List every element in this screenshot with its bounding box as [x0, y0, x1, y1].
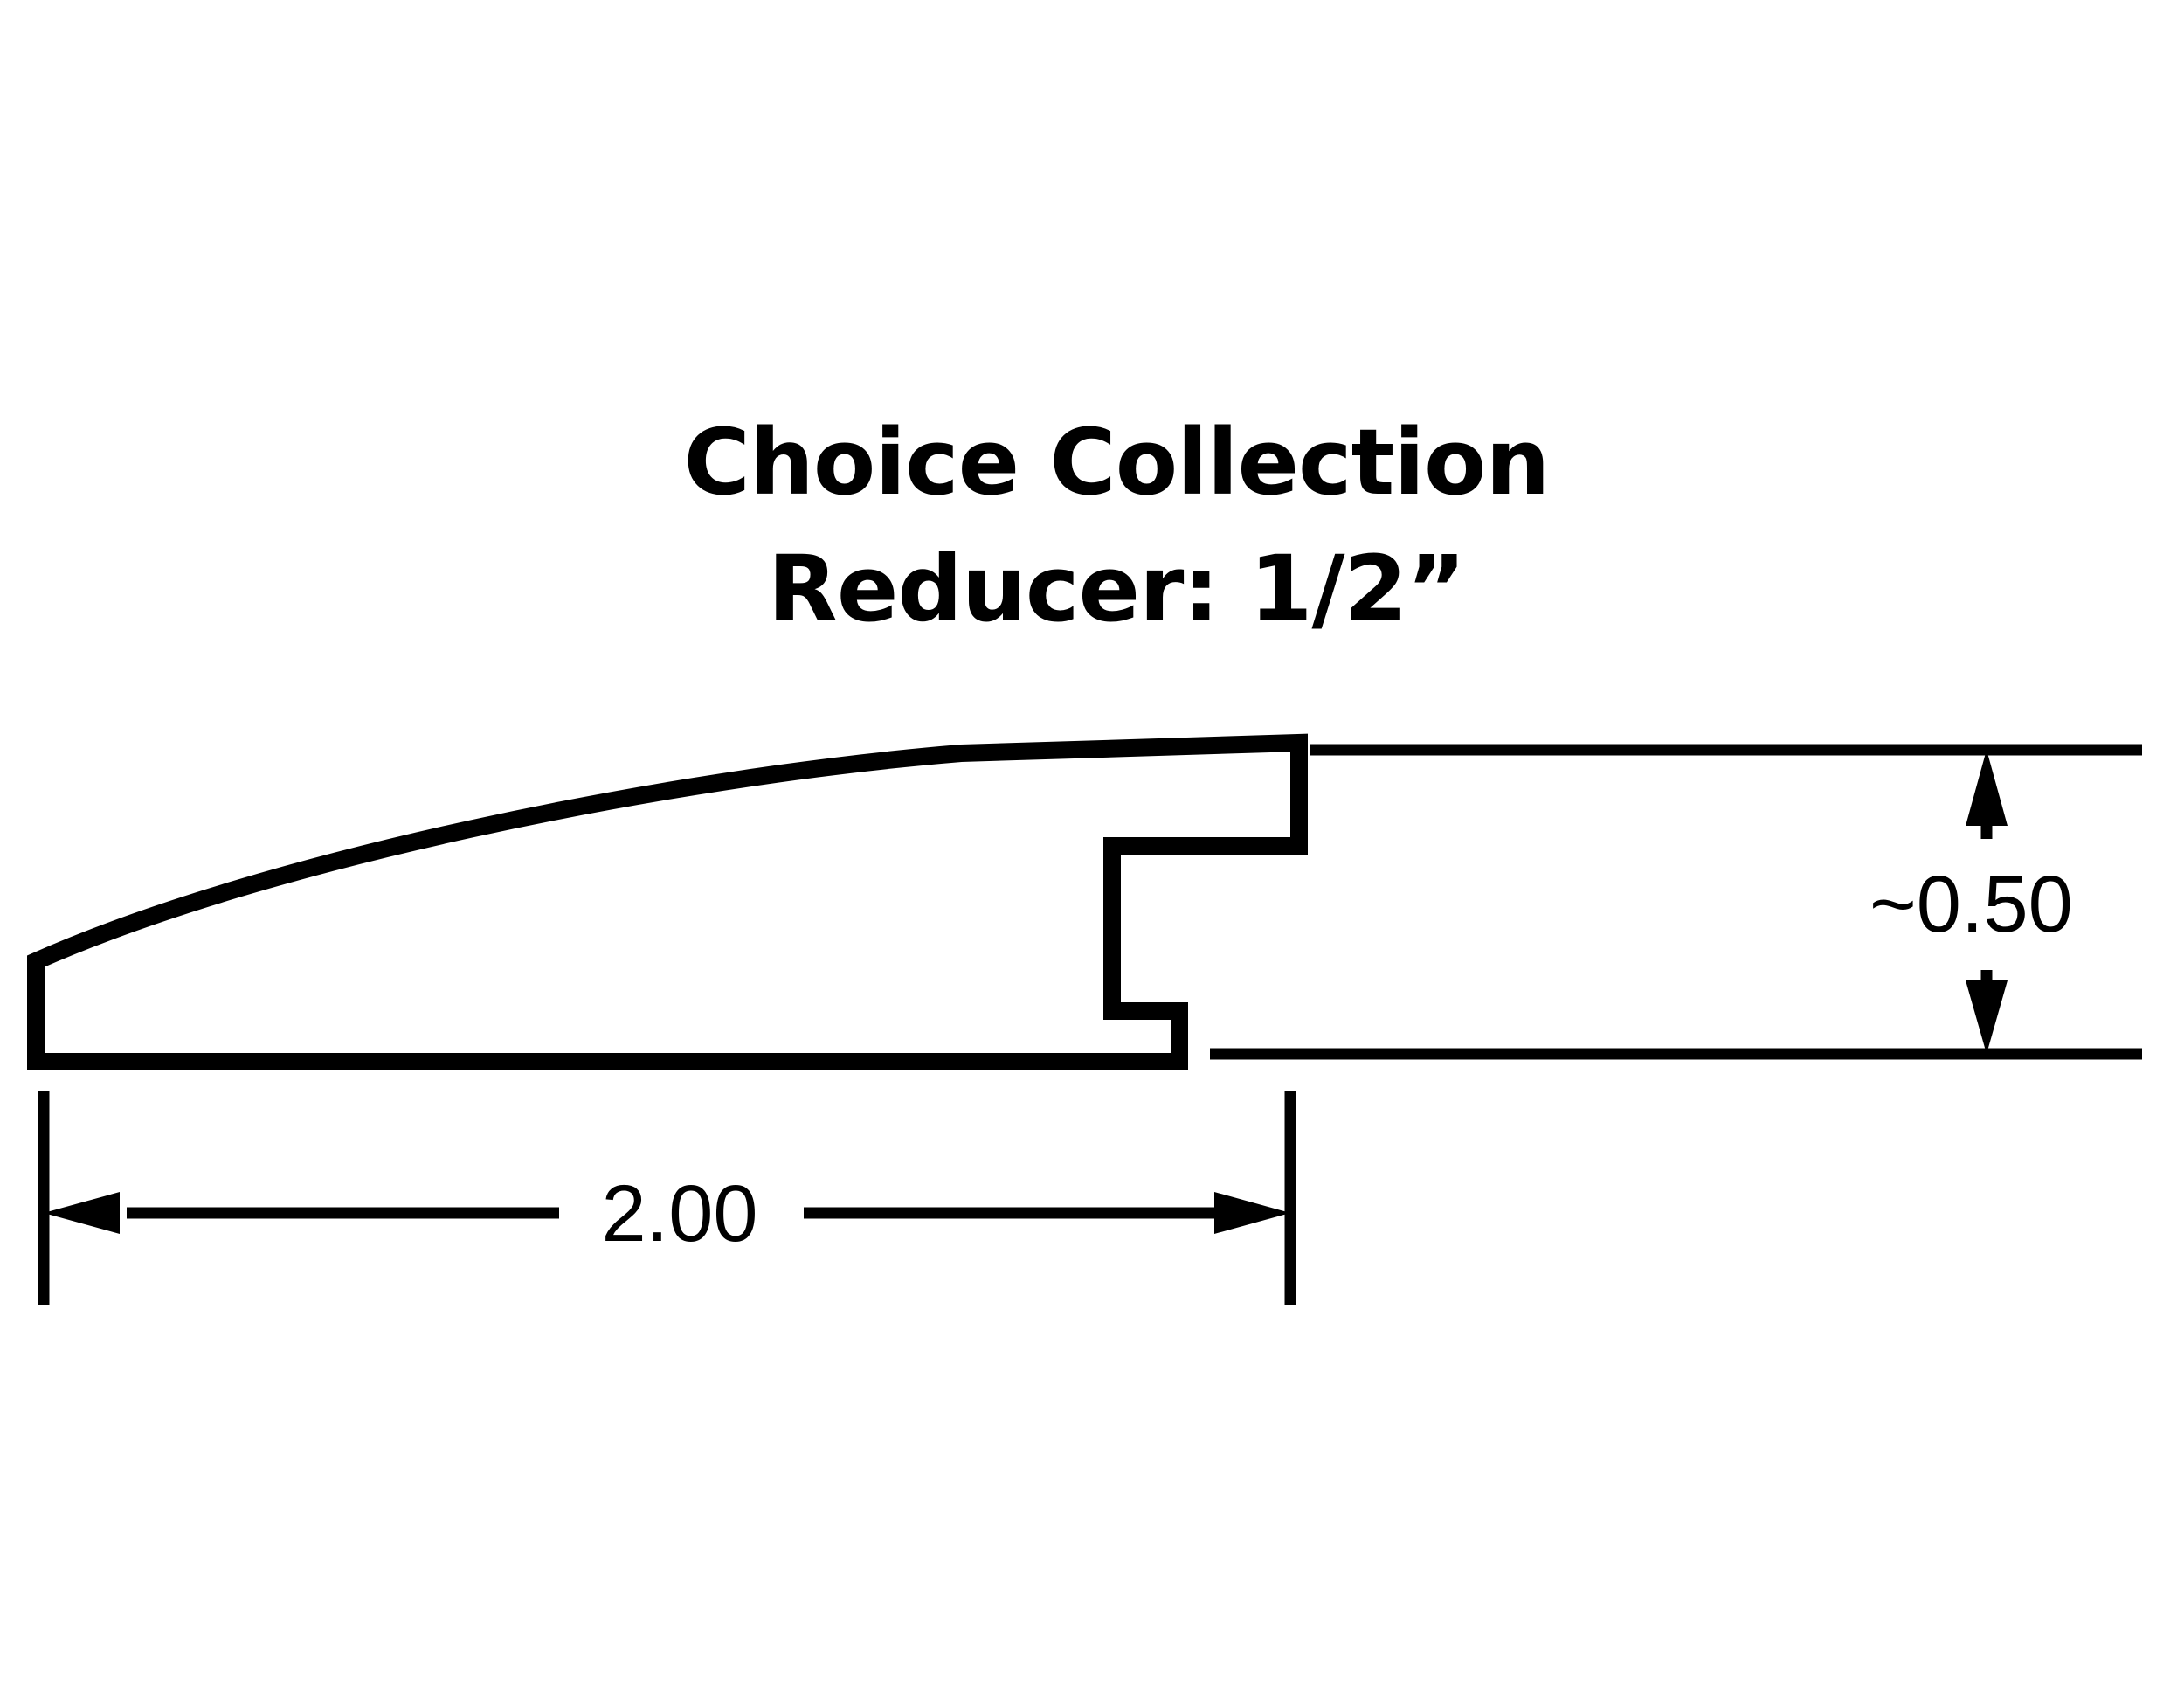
height-dimension-label: ~0.50 — [1870, 860, 2073, 949]
height-arrow-up-icon — [1966, 750, 2008, 826]
height-dimension-group: ~0.50 — [1210, 744, 2142, 1060]
height-arrow-down-icon — [1966, 980, 2008, 1054]
profile-outline — [27, 733, 1308, 1070]
width-dimension-group: 2.00 — [38, 1091, 1296, 1305]
width-dimension-label: 2.00 — [601, 1169, 757, 1258]
width-arrow-right-icon — [1214, 1192, 1290, 1234]
title-line-1: Choice Collection — [684, 409, 1550, 516]
width-arrow-left-icon — [44, 1192, 120, 1234]
title-line-2: Reducer: 1/2” — [768, 536, 1465, 642]
profile-section-path — [27, 733, 1308, 1070]
